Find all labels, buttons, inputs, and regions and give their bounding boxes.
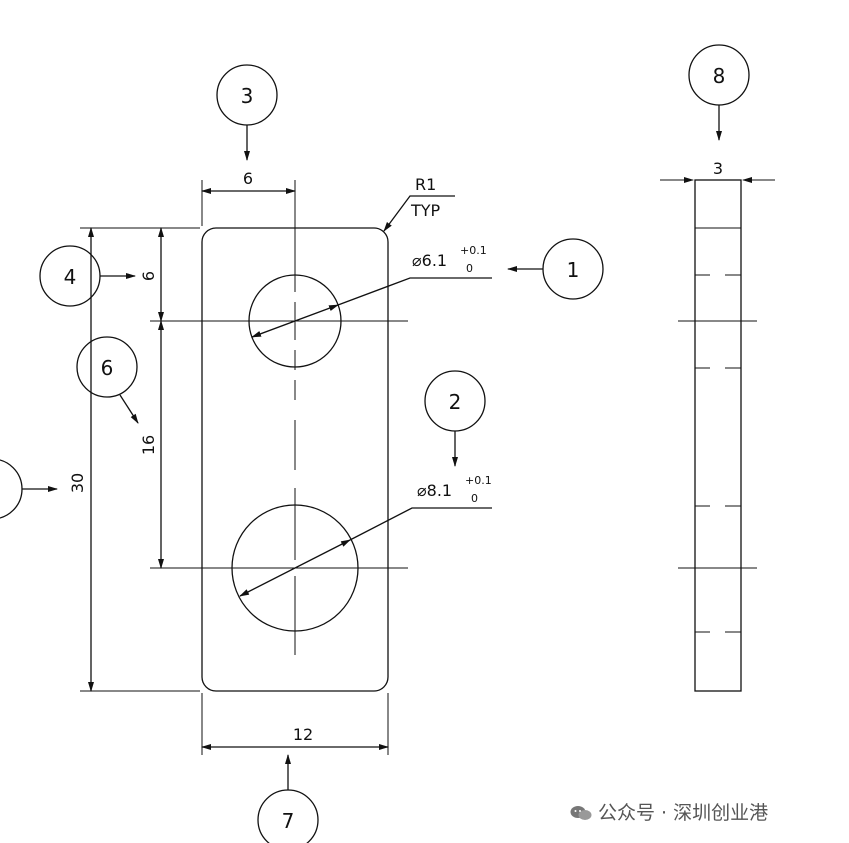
radius-typ-label: TYP	[410, 201, 441, 220]
hole2-diameter: ⌀8.1	[417, 481, 452, 500]
balloon-6-circle	[76, 336, 138, 398]
balloon-5-circle	[0, 459, 23, 519]
balloon-1-label: 1	[567, 258, 580, 282]
balloon-2-label: 2	[449, 390, 462, 414]
balloon-6-label: 6	[101, 356, 114, 380]
center-lines	[150, 196, 408, 655]
watermark-text: 公众号 · 深圳创业港	[598, 802, 769, 824]
dim-hole-spacing: 16	[139, 435, 158, 455]
dim-width-bottom: 12	[293, 725, 313, 744]
leader-hole2	[239, 539, 351, 597]
balloon-circles	[0, 44, 750, 843]
balloon-4-label: 4	[64, 265, 77, 289]
watermark: 公众号 · 深圳创业港	[570, 798, 768, 825]
extension-lines	[80, 180, 389, 755]
leader-hole1-tail	[337, 277, 492, 306]
balloon-3-label: 3	[241, 84, 254, 108]
dim-height-total: 30	[68, 473, 87, 493]
hole1-tol-lower: 0	[466, 262, 473, 275]
dim-width-top: 6	[243, 169, 253, 188]
balloon-8-label: 8	[713, 64, 726, 88]
side-view-lines	[660, 177, 775, 633]
balloon-7-label: 7	[282, 809, 295, 833]
dim-thickness: 3	[713, 159, 723, 178]
hole1-tol-upper: +0.1	[460, 244, 487, 257]
dim-height-top-hole: 6	[139, 271, 158, 281]
radius-label: R1	[415, 175, 436, 194]
leader-hole2-tail	[349, 507, 492, 541]
hole2-tol-upper: +0.1	[465, 474, 492, 487]
hole2-tol-lower: 0	[471, 492, 478, 505]
balloon-arrows	[22, 105, 722, 790]
wechat-icon	[570, 806, 592, 820]
hole1-diameter: ⌀6.1	[412, 251, 447, 270]
leader-hole1	[251, 304, 339, 338]
side-view-outline	[694, 179, 742, 692]
leader-radius	[383, 195, 455, 232]
